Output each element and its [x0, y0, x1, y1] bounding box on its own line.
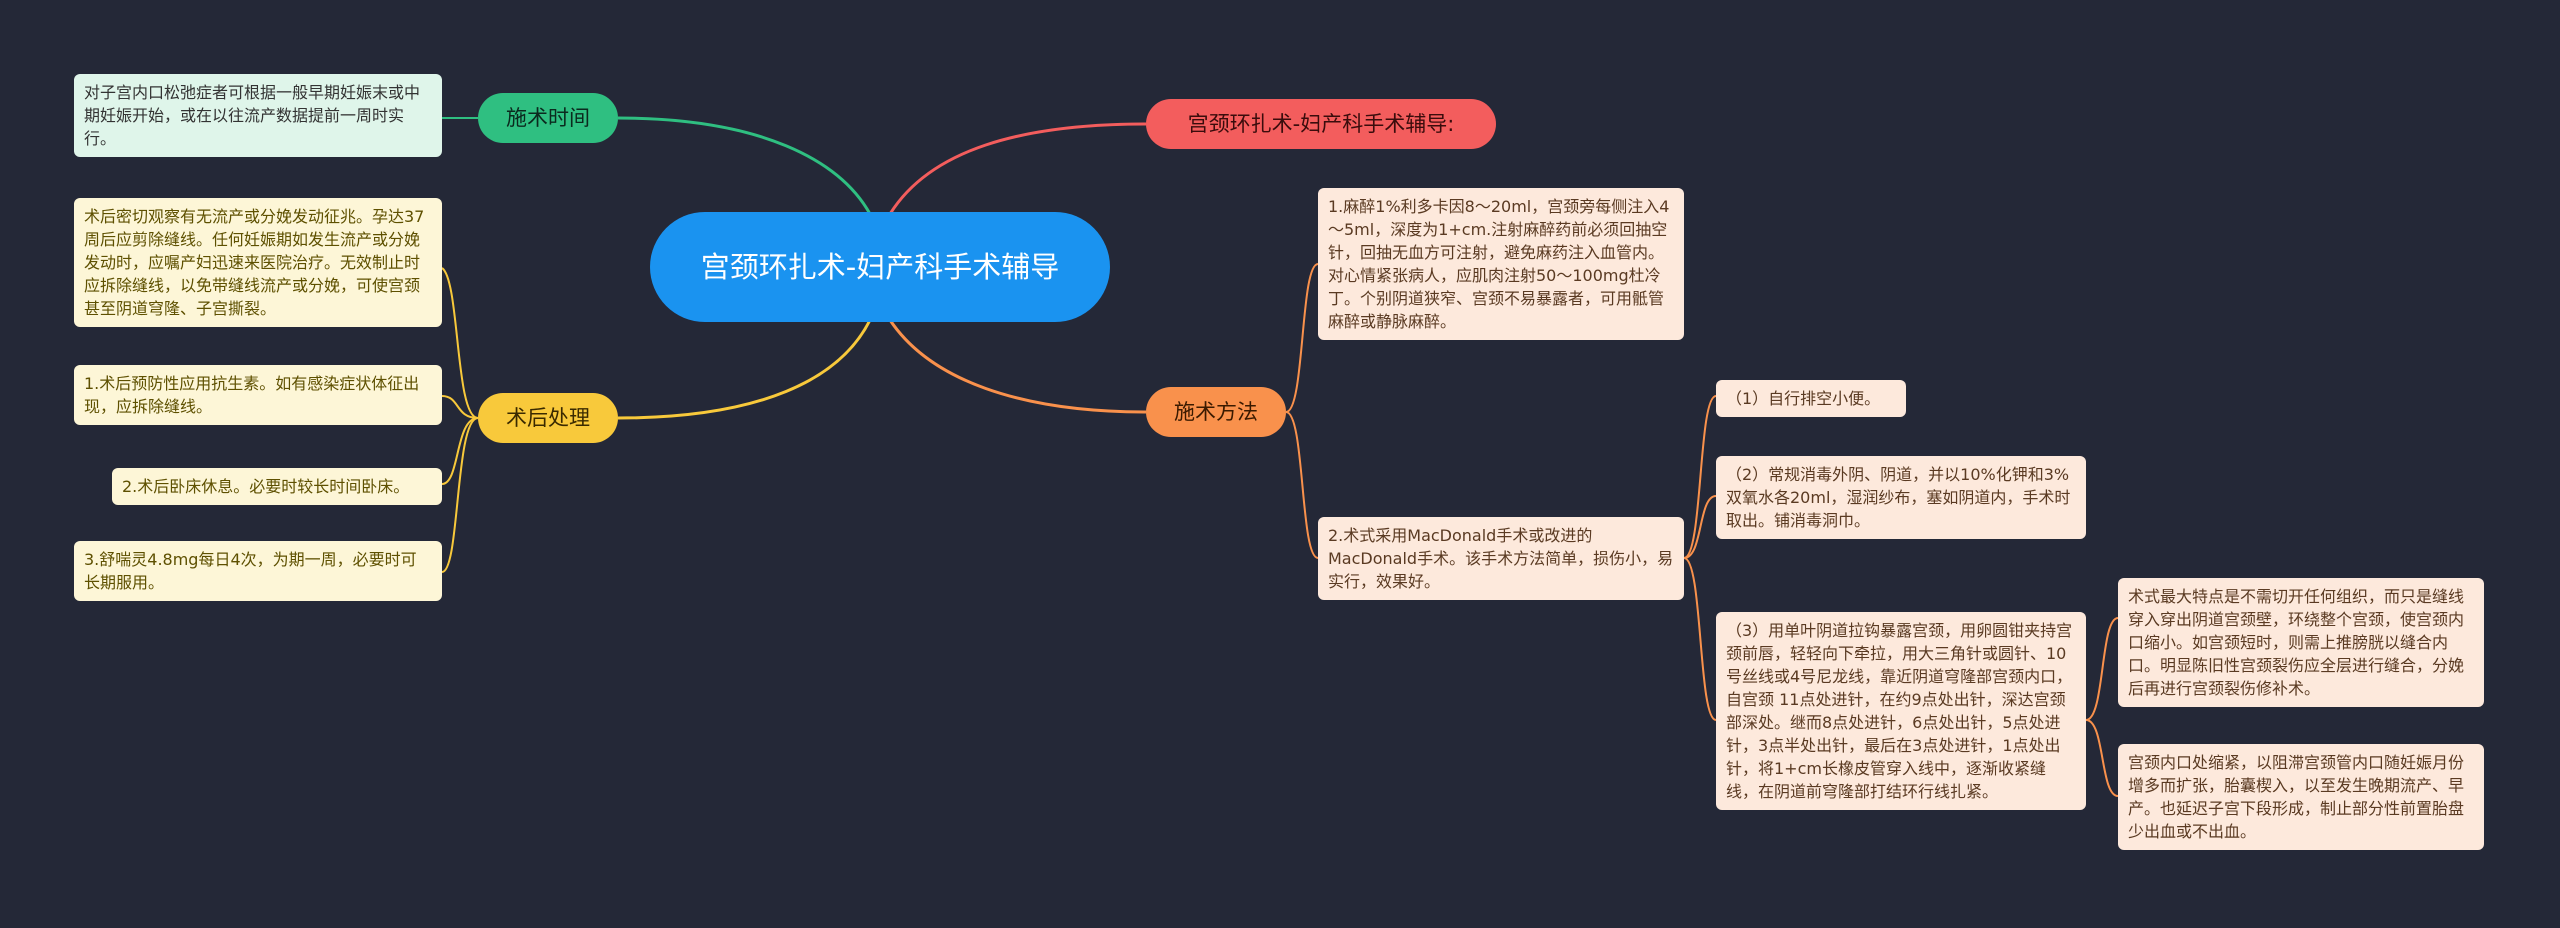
- method-step-2-text: （2）常规消毒外阴、阴道，并以10%化钾和3%双氧水各20ml，湿润纱布，塞如阴…: [1726, 465, 2071, 530]
- method-step-3-text: （3）用单叶阴道拉钩暴露宫颈，用卵圆钳夹持宫颈前唇，轻轻向下牵拉，用大三角针或圆…: [1726, 621, 2073, 801]
- step3-note-2-text: 宫颈内口处缩紧，以阻滞宫颈管内口随妊娠月份增多而扩张，胎囊楔入，以至发生晚期流产…: [2128, 753, 2465, 841]
- method-step-1-text: （1）自行排空小便。: [1726, 389, 1881, 408]
- postop-note-3-text: 2.术后卧床休息。必要时较长时间卧床。: [122, 477, 410, 496]
- postop-note-4[interactable]: 3.舒喘灵4.8mg每日4次，为期一周，必要时可长期服用。: [74, 541, 442, 601]
- timing-note-text: 对子宫内口松弛症者可根据一般早期妊娠末或中期妊娠开始，或在以往流产数据提前一周时…: [84, 83, 421, 148]
- branch-timing[interactable]: 施术时间: [478, 93, 618, 143]
- branch-title-copy[interactable]: 宫颈环扎术-妇产科手术辅导:: [1146, 99, 1496, 149]
- branch-title-copy-label: 宫颈环扎术-妇产科手术辅导:: [1187, 112, 1455, 136]
- branch-postop-label: 术后处理: [506, 406, 590, 430]
- postop-note-2-text: 1.术后预防性应用抗生素。如有感染症状体征出现，应拆除缝线。: [84, 374, 420, 416]
- method-step-1[interactable]: （1）自行排空小便。: [1716, 380, 1906, 417]
- postop-note-1-text: 术后密切观察有无流产或分娩发动征兆。孕达37周后应剪除缝线。任何妊娠期如发生流产…: [84, 207, 425, 318]
- method-technique-text: 2.术式采用MacDonald手术或改进的MacDonald手术。该手术方法简单…: [1328, 526, 1674, 591]
- method-step-3[interactable]: （3）用单叶阴道拉钩暴露宫颈，用卵圆钳夹持宫颈前唇，轻轻向下牵拉，用大三角针或圆…: [1716, 612, 2086, 810]
- step3-note-2[interactable]: 宫颈内口处缩紧，以阻滞宫颈管内口随妊娠月份增多而扩张，胎囊楔入，以至发生晚期流产…: [2118, 744, 2484, 850]
- postop-note-2[interactable]: 1.术后预防性应用抗生素。如有感染症状体征出现，应拆除缝线。: [74, 365, 442, 425]
- postop-note-3[interactable]: 2.术后卧床休息。必要时较长时间卧床。: [112, 468, 442, 505]
- method-technique[interactable]: 2.术式采用MacDonald手术或改进的MacDonald手术。该手术方法简单…: [1318, 517, 1684, 600]
- branch-timing-label: 施术时间: [506, 106, 590, 130]
- method-anesthesia-text: 1.麻醉1%利多卡因8～20ml，宫颈旁每侧注入4～5ml，深度为1+cm.注射…: [1328, 197, 1670, 331]
- postop-note-1[interactable]: 术后密切观察有无流产或分娩发动征兆。孕达37周后应剪除缝线。任何妊娠期如发生流产…: [74, 198, 442, 327]
- root-topic[interactable]: 宫颈环扎术-妇产科手术辅导: [650, 212, 1110, 322]
- method-anesthesia[interactable]: 1.麻醉1%利多卡因8～20ml，宫颈旁每侧注入4～5ml，深度为1+cm.注射…: [1318, 188, 1684, 340]
- step3-note-1[interactable]: 术式最大特点是不需切开任何组织，而只是缝线穿入穿出阴道宫颈壁，环绕整个宫颈，使宫…: [2118, 578, 2484, 707]
- branch-method[interactable]: 施术方法: [1146, 387, 1286, 437]
- method-step-2[interactable]: （2）常规消毒外阴、阴道，并以10%化钾和3%双氧水各20ml，湿润纱布，塞如阴…: [1716, 456, 2086, 539]
- postop-note-4-text: 3.舒喘灵4.8mg每日4次，为期一周，必要时可长期服用。: [84, 550, 417, 592]
- branch-method-label: 施术方法: [1174, 400, 1258, 424]
- root-topic-label: 宫颈环扎术-妇产科手术辅导: [700, 250, 1060, 284]
- step3-note-1-text: 术式最大特点是不需切开任何组织，而只是缝线穿入穿出阴道宫颈壁，环绕整个宫颈，使宫…: [2128, 587, 2465, 698]
- branch-postop[interactable]: 术后处理: [478, 393, 618, 443]
- timing-note[interactable]: 对子宫内口松弛症者可根据一般早期妊娠末或中期妊娠开始，或在以往流产数据提前一周时…: [74, 74, 442, 157]
